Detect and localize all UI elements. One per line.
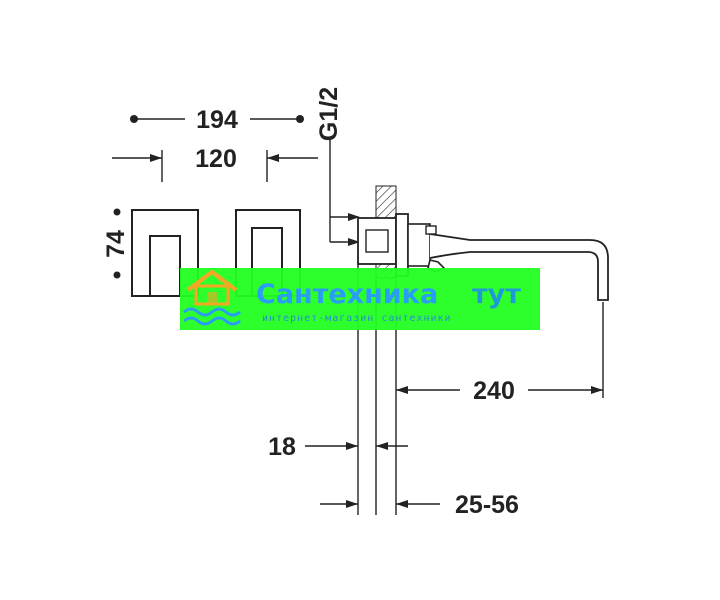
spacing-label: 120 bbox=[195, 145, 237, 173]
spout-reach-label: 240 bbox=[473, 377, 515, 405]
watermark-banner: Сантехника тут интернет-магазин сантехни… bbox=[180, 268, 540, 330]
dimension-spout-reach: 240 bbox=[396, 377, 603, 405]
height-label: 74 bbox=[102, 230, 130, 258]
dimension-end-dot bbox=[113, 271, 121, 279]
thread-label: G1/2 bbox=[315, 87, 343, 141]
dimension-plate-thickness: 18 bbox=[268, 433, 408, 461]
house-waves-icon bbox=[183, 270, 241, 326]
plate-thickness-label: 18 bbox=[268, 433, 296, 461]
side-view-faucet bbox=[357, 185, 609, 301]
watermark-background bbox=[180, 268, 540, 330]
overall-width-label: 194 bbox=[196, 106, 238, 134]
dimension-end-dot bbox=[113, 208, 121, 216]
watermark-title-suffix: тут bbox=[472, 279, 521, 310]
dimension-wall-range: 25-56 bbox=[320, 491, 519, 519]
dimension-overall-width: 194 bbox=[130, 106, 304, 134]
dimension-height: 74 bbox=[102, 208, 130, 279]
watermark-title: Сантехника bbox=[256, 279, 438, 310]
spout bbox=[429, 233, 609, 301]
left-lever bbox=[149, 235, 181, 297]
wall-range-label: 25-56 bbox=[455, 491, 519, 519]
dimension-spacing: 120 bbox=[112, 145, 318, 182]
cover-plate bbox=[395, 213, 409, 277]
dimension-end-dot bbox=[296, 115, 304, 123]
dimension-thread: G1/2 bbox=[315, 87, 360, 246]
watermark-subtitle: интернет-магазин сантехники bbox=[262, 313, 452, 324]
valve-body bbox=[357, 217, 397, 265]
